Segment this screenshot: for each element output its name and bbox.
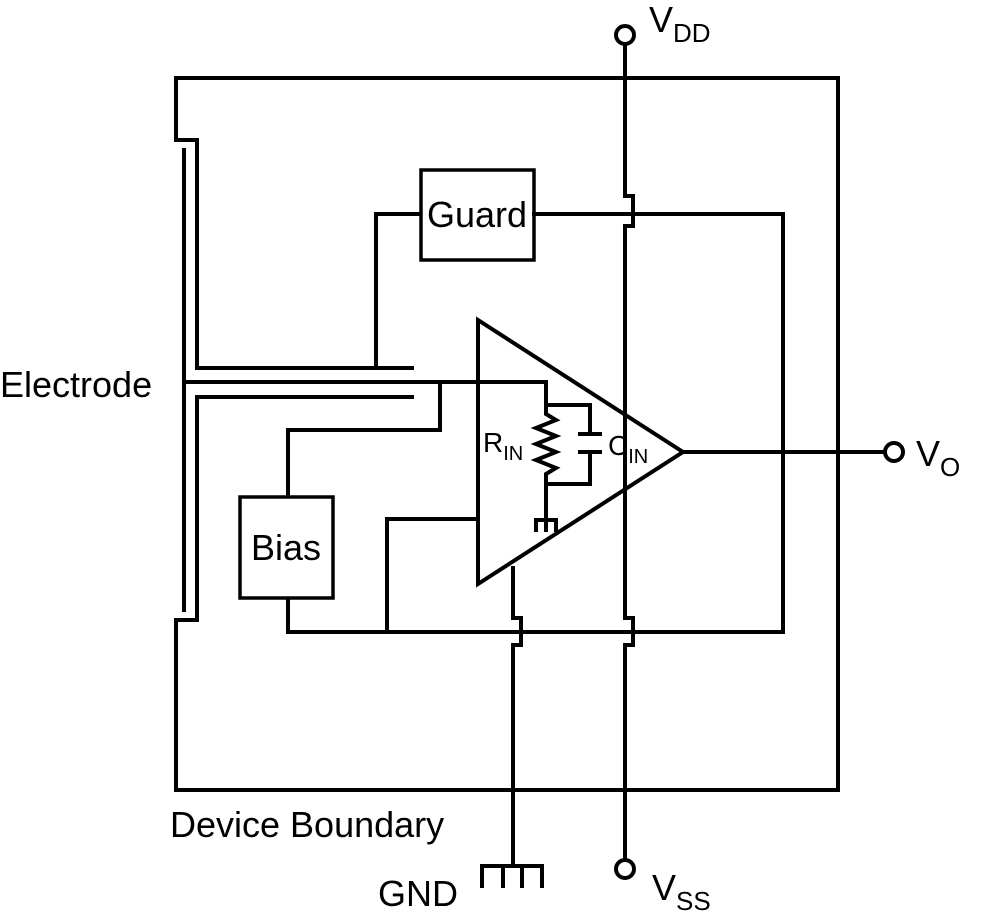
device-boundary-outline [174, 76, 840, 792]
bias-box [238, 495, 335, 600]
bias-network [238, 380, 480, 634]
cin-label: CIN [608, 430, 648, 468]
vo-terminal [883, 441, 905, 463]
rin-label: RIN [483, 427, 523, 465]
gnd-symbol-icon [480, 864, 544, 888]
vss-terminal [614, 858, 636, 880]
bias-label: Bias [251, 527, 321, 568]
amplifier-triangle [476, 316, 687, 588]
vdd-label: VDD [649, 0, 711, 48]
rin-resistor [530, 403, 562, 486]
device-boundary-label: Device Boundary [170, 804, 444, 845]
gnd-label: GND [378, 873, 458, 914]
vo-label: VO [916, 433, 960, 482]
guard-label: Guard [427, 194, 527, 235]
vdd-terminal [614, 24, 636, 46]
input-impedance [530, 380, 602, 532]
ground-rail [480, 566, 544, 888]
vdd-rail [614, 24, 636, 880]
guard-network [286, 168, 785, 634]
amplifier [438, 316, 905, 588]
internal-ground-icon [534, 518, 558, 532]
electrode-label: Electrode [0, 364, 152, 405]
electrode-plate [182, 148, 442, 612]
vss-label: VSS [652, 867, 711, 916]
